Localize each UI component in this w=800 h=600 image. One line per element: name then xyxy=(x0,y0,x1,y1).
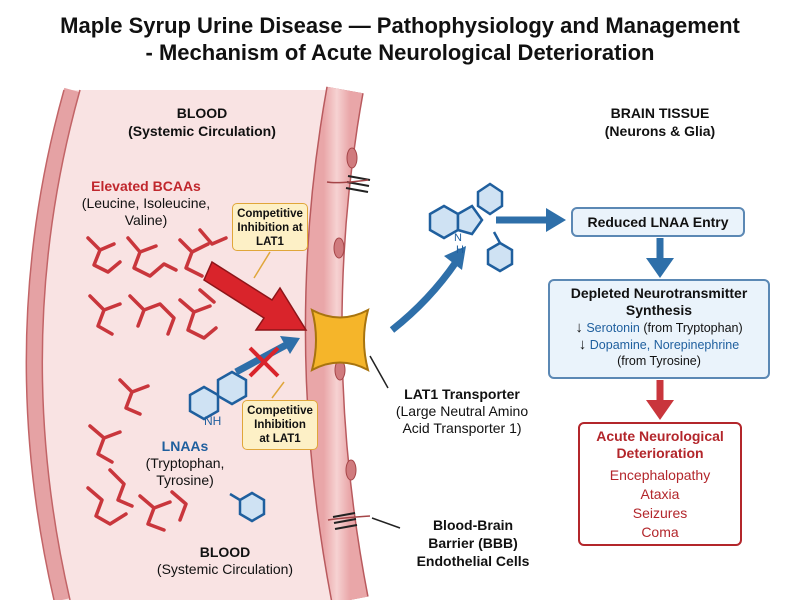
reduced-lnaa-entry-box: Reduced LNAA Entry xyxy=(571,207,745,237)
lnaa-molecule-brain xyxy=(428,182,514,273)
dopamine-line: ↓ Dopamine, Norepinephrine xyxy=(578,336,740,353)
inhibition-note-top: Competitive Inhibition at LAT1 xyxy=(232,203,308,251)
lnaa-blocked-arrow xyxy=(234,336,300,378)
serotonin-line: ↓ Serotonin (from Tryptophan) xyxy=(575,319,743,336)
bbb-label: Blood-Brain Barrier (BBB) Endothelial Ce… xyxy=(416,517,530,569)
bcaa-molecules xyxy=(86,228,228,532)
lat1-label: LAT1 Transporter (Large Neutral Amino Ac… xyxy=(395,386,529,436)
symptom-item: Coma xyxy=(641,524,679,540)
nh-label-blood: NH xyxy=(204,414,222,428)
symptom-item: Ataxia xyxy=(640,486,680,502)
page-title-line1: Maple Syrup Urine Disease — Pathophysiol… xyxy=(60,13,740,38)
brain-tissue-label: BRAIN TISSUE (Neurons & Glia) xyxy=(604,105,716,139)
symptom-item: Seizures xyxy=(632,505,688,521)
acute-deterioration-box: Acute Neurological Deterioration Encepha… xyxy=(578,422,742,546)
down-arrow-icon: ↓ xyxy=(575,319,583,336)
depleted-neurotransmitter-box: Depleted Neurotransmitter Synthesis ↓ Se… xyxy=(548,279,770,379)
lnaa-label: LNAAs (Tryptophan, Tyrosine) xyxy=(145,438,225,488)
inhibition-note-bottom: Competitive Inhibition at LAT1 xyxy=(242,400,318,450)
transport-arrow xyxy=(389,260,459,333)
bcaa-arrow xyxy=(203,260,308,331)
blood-top-label: BLOOD (Systemic Circulation) xyxy=(128,105,276,139)
lnaa-small-molecule xyxy=(229,491,266,523)
down-arrow-icon: ↓ xyxy=(578,336,587,353)
h-label-brain: H xyxy=(456,244,464,256)
vessel-outer-wall xyxy=(26,87,80,600)
n-label-brain: N xyxy=(454,232,462,244)
blood-bottom-label: BLOOD (Systemic Circulation) xyxy=(156,544,294,577)
bcaa-label: Elevated BCAAs (Leucine, Isoleucine, Val… xyxy=(81,178,211,228)
lnaa-molecule-blood xyxy=(188,370,248,421)
blood-vessel-lumen xyxy=(32,90,351,600)
page-title-line2: - Mechanism of Acute Neurological Deteri… xyxy=(145,40,655,65)
lat1-transporter-shape xyxy=(310,308,389,389)
symptom-item: Encephalopathy xyxy=(609,467,711,483)
